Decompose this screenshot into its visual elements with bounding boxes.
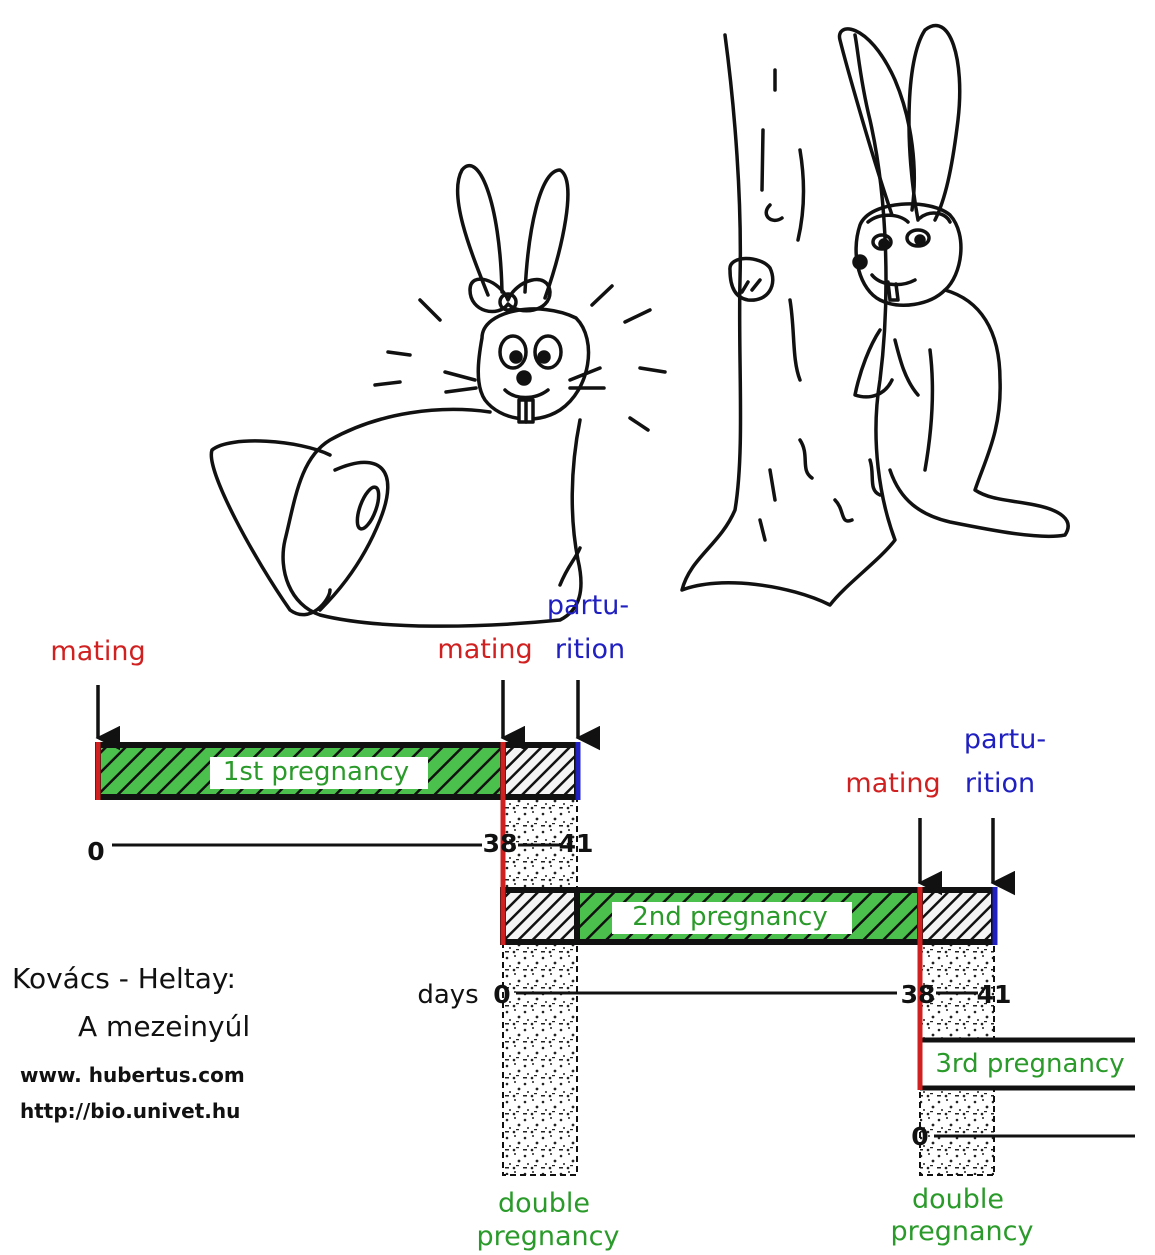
male-hare-body (890, 290, 1068, 536)
male-hare-right-ear (909, 26, 960, 220)
female-hare-left-ear (458, 166, 502, 295)
axis1-tick-0: 0 (87, 837, 104, 866)
male-hare-paw (730, 258, 773, 300)
credit-title: A mezeinyúl (78, 1010, 250, 1043)
credit-url-2: http://bio.univet.hu (20, 1099, 240, 1123)
pregnancy-label-1st: 1st pregnancy (223, 757, 409, 787)
double-pregnancy-label-2-line1: double (912, 1184, 1004, 1215)
overlap-segment-2 (503, 890, 577, 942)
parturition-label-2-line1: partu- (964, 724, 1046, 755)
female-hare-illustration (211, 166, 665, 627)
mating-label-3: mating (845, 768, 940, 799)
axis1-tick-41: 41 (559, 829, 594, 858)
pregnancy-label-2nd: 2nd pregnancy (632, 902, 827, 932)
credit-url-1: www. hubertus.com (20, 1063, 245, 1087)
axis2-days-label: days (417, 980, 478, 1010)
double-pregnancy-label-2-line2: pregnancy (891, 1216, 1034, 1247)
axis3-tick-0: 0 (911, 1122, 928, 1151)
credit-author: Kovács - Heltay: (12, 962, 236, 995)
parturition-label-1-line1: partu- (547, 590, 629, 621)
male-hare-left-ear (839, 29, 914, 215)
pregnancy-label-3rd: 3rd pregnancy (935, 1049, 1124, 1079)
tree-and-male-hare-illustration (682, 26, 1068, 605)
parturition-label-1-line2: rition (555, 634, 625, 665)
overlap-segment-1 (503, 745, 577, 797)
axis1-tick-38: 38 (483, 829, 518, 858)
female-hare-leg (211, 441, 330, 615)
mating-label-1: mating (50, 636, 145, 667)
double-pregnancy-label-1-line2: pregnancy (477, 1221, 620, 1252)
double-pregnancy-label-1-line1: double (498, 1188, 590, 1219)
overlap-segment-3 (920, 890, 994, 942)
axis2-tick-0: 0 (493, 980, 510, 1009)
mating-label-2: mating (437, 634, 532, 665)
axis2-tick-41: 41 (977, 980, 1012, 1009)
axis2-tick-38: 38 (901, 980, 936, 1009)
parturition-label-2-line2: rition (965, 768, 1035, 799)
